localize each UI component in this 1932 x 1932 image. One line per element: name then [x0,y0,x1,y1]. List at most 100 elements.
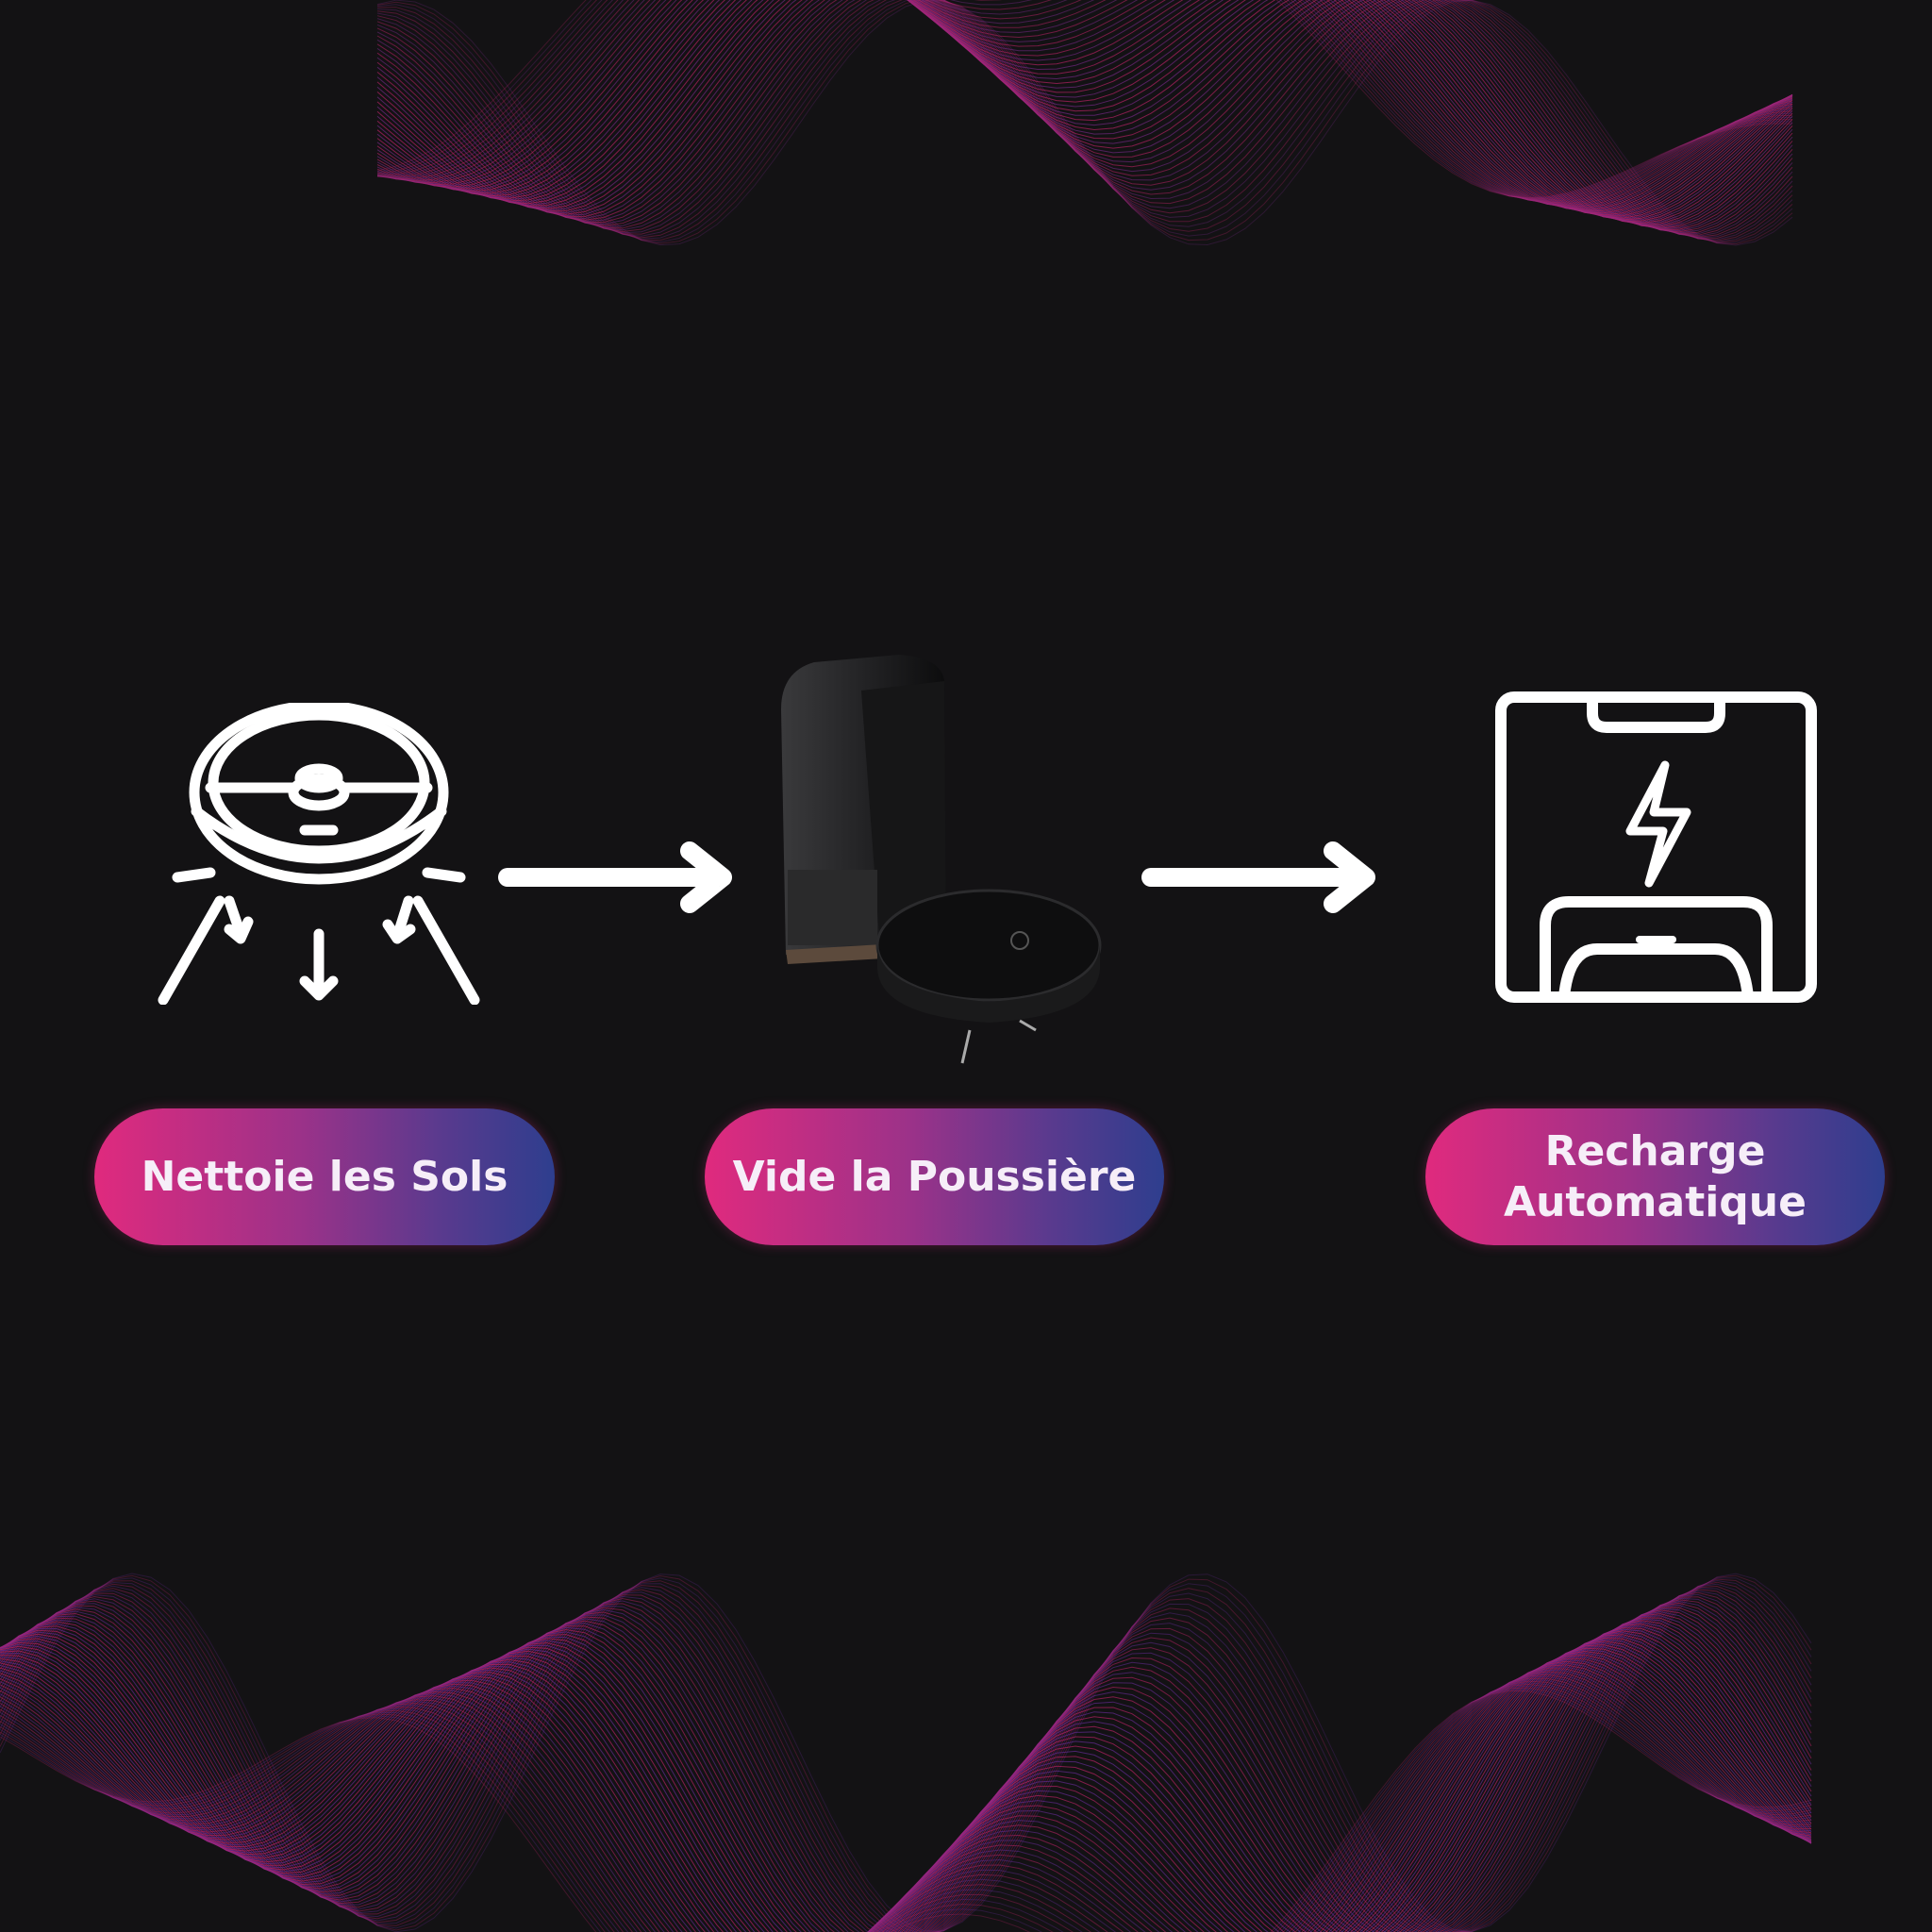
wave-line [376,0,1793,235]
wave-line [0,1685,1812,1932]
wave-line [376,0,1793,213]
wave-line [376,0,1793,225]
wave-line [0,1617,1812,1932]
wave-line [0,1649,1812,1932]
wave-line [376,0,1793,199]
wave-line [0,1585,1812,1932]
wave-line [0,1677,1812,1932]
wave-line [0,1636,1812,1932]
robot-vacuum-cleaning-icon [158,703,480,1005]
wave-line [0,1680,1812,1932]
step-label-text: Nettoie les Sols [141,1152,508,1201]
wave-line [376,0,1793,232]
wave-line [376,0,1793,228]
wave-line [0,1590,1812,1932]
wave-line [376,0,1793,239]
wave-line [0,1641,1812,1932]
wave-line [0,1637,1812,1932]
wave-line [0,1624,1812,1932]
wave-line [376,0,1793,219]
wave-line [0,1596,1812,1932]
wave-line [376,0,1793,217]
wave-line [376,0,1793,229]
wave-line [376,0,1793,206]
step-label-auto-recharge: Recharge Automatique [1425,1108,1885,1245]
wave-line [0,1588,1812,1932]
wave-line [0,1632,1812,1932]
wave-line [376,0,1793,233]
wave-line [0,1647,1812,1932]
step-label-empty-dust: Vide la Poussière [705,1108,1164,1245]
wave-line [376,0,1793,216]
wave-line [0,1641,1812,1932]
wave-line [376,0,1793,222]
wave-line [376,0,1793,202]
wave-line [0,1611,1812,1932]
wave-line [376,0,1793,217]
wave-line [376,0,1793,215]
wave-line [376,0,1793,230]
wave-line [0,1650,1812,1932]
wave-line [0,1634,1812,1932]
wave-line [0,1593,1812,1932]
wave-line [376,0,1793,200]
wave-line [376,0,1793,214]
wave-line [0,1602,1812,1932]
wave-line [376,0,1793,239]
wave-line [0,1630,1812,1932]
wave-line [0,1682,1812,1932]
wave-line [0,1615,1812,1932]
wave-line [0,1583,1812,1932]
wave-line [376,0,1793,235]
wave-line [376,0,1793,221]
step-label-clean-floors: Nettoie les Sols [94,1108,555,1245]
wave-line [376,0,1793,199]
wave-line [0,1674,1812,1932]
wave-line [0,1618,1812,1932]
wave-line [376,0,1793,226]
step-label-line2: Automatique [1504,1177,1807,1226]
wave-line [376,0,1793,201]
wave-line [0,1597,1812,1932]
step-label-line1: Recharge [1544,1126,1766,1175]
wave-line [0,1668,1812,1932]
wave-line [376,0,1793,234]
arrow-right-icon [1141,841,1375,913]
wave-line [0,1644,1812,1932]
wave-line [376,0,1793,225]
wave-line [0,1627,1812,1932]
wave-line [376,0,1793,218]
wave-line [0,1690,1812,1932]
wave-line [0,1625,1812,1932]
wave-line [376,0,1793,220]
wave-line [0,1622,1812,1932]
wave-line [0,1657,1812,1932]
wave-line [0,1620,1812,1932]
wave-line [376,0,1793,236]
robot-with-dust-station-image [781,655,1102,1064]
wave-line [0,1574,1812,1932]
wave-line [376,0,1793,203]
wave-line [376,0,1793,204]
wave-line [376,0,1793,222]
arrow-right-icon [498,841,732,913]
wave-line [376,0,1793,200]
wave-line [0,1672,1812,1932]
charging-dock-icon [1495,691,1817,1003]
wave-line [0,1646,1812,1932]
wave-line [0,1675,1812,1932]
step-label-text: Vide la Poussière [732,1152,1137,1201]
wave-line [376,0,1793,224]
wave-line [376,0,1793,225]
wave-line [0,1671,1812,1932]
wave-line [0,1613,1812,1932]
wave-line [0,1689,1812,1932]
wave-line [0,1599,1812,1932]
wave-line [376,0,1793,230]
wave-line [376,0,1793,207]
wave-line [376,0,1793,238]
wave-line [0,1687,1812,1932]
wave-line [0,1669,1812,1932]
